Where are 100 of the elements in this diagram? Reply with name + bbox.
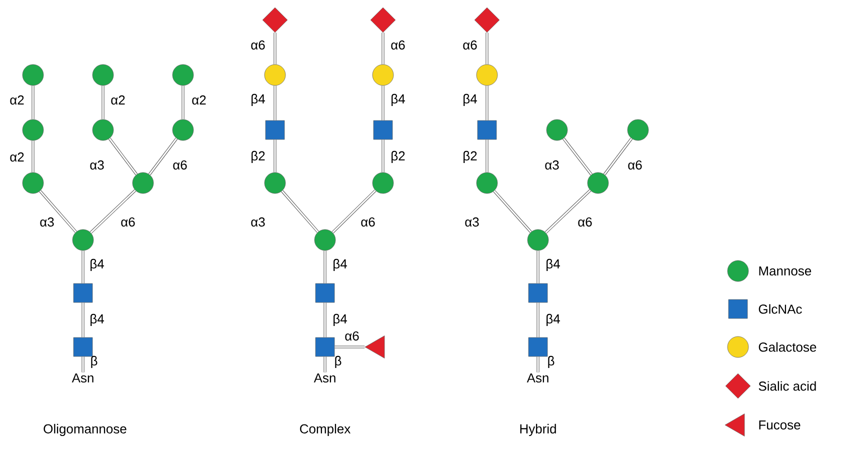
- sugar-diamond: [262, 7, 288, 33]
- linkage-line: [274, 140, 276, 172]
- linkage-line: [324, 302, 326, 338]
- legend-label: Galactose: [758, 342, 816, 352]
- linkage-line: [32, 140, 34, 172]
- linkage-line: [544, 189, 592, 234]
- sugar-square: [315, 283, 335, 303]
- linkage-line: [536, 302, 540, 338]
- linkage-line: [382, 86, 384, 120]
- linkage-line: [486, 32, 488, 64]
- residue-label: Asn: [72, 373, 94, 383]
- sugar-square: [73, 337, 93, 357]
- linkage-line: [281, 190, 319, 233]
- linkage-label: α2: [10, 95, 24, 105]
- linkage-line: [334, 346, 365, 348]
- sugar-square: [528, 337, 548, 357]
- sugar-square: [265, 120, 285, 140]
- structure-title: Hybrid: [520, 424, 556, 436]
- linkage-line: [182, 86, 184, 120]
- sugar-circle: [627, 119, 649, 141]
- linkage-line: [536, 250, 540, 284]
- sugar-diamond: [370, 7, 396, 33]
- linkage-label: α3: [465, 217, 479, 227]
- linkage-label: β4: [546, 314, 560, 326]
- linkage-label: α2: [111, 95, 125, 105]
- linkage-line: [382, 32, 384, 64]
- sugar-circle: [264, 64, 286, 86]
- structure-title: Complex: [300, 424, 350, 436]
- linkage-label: α3: [40, 217, 54, 227]
- linkage-label: β4: [546, 258, 560, 272]
- linkage-line: [324, 356, 326, 372]
- sugar-circle: [22, 119, 44, 141]
- linkage-label: α3: [251, 217, 265, 227]
- linkage-label: α6: [361, 217, 375, 227]
- linkage-line: [102, 86, 104, 120]
- linkage-label: β2: [464, 150, 477, 164]
- linkage-line: [90, 189, 136, 234]
- sugar-circle: [172, 119, 194, 141]
- linkage-line: [148, 138, 178, 176]
- sugar-circle: [587, 172, 609, 194]
- linkage-label: α6: [578, 217, 592, 227]
- structure-title: Oligomannose: [44, 424, 126, 436]
- linkage-label: β: [548, 356, 554, 368]
- linkage-line: [274, 32, 276, 64]
- linkage-label: α6: [251, 40, 265, 50]
- linkage-line: [274, 86, 276, 120]
- sugar-square: [528, 283, 548, 303]
- sugar-square: [315, 337, 335, 357]
- sugar-circle: [72, 229, 94, 251]
- sugar-circle: [476, 64, 498, 86]
- linkage-label: β4: [90, 258, 104, 272]
- linkage-line: [82, 250, 84, 284]
- linkage-label: α6: [173, 160, 187, 170]
- sugar-circle: [314, 229, 336, 251]
- linkage-line: [562, 138, 592, 176]
- linkage-label: β: [91, 356, 98, 368]
- linkage-label: α3: [90, 160, 104, 170]
- linkage-label: β4: [252, 94, 265, 106]
- legend-label: GlcNAc: [758, 304, 802, 314]
- sugar-circle: [527, 229, 549, 251]
- linkage-label: α2: [10, 152, 24, 162]
- linkage-label: β4: [90, 314, 104, 326]
- sugar-circle: [372, 172, 394, 194]
- sugar-circle: [92, 119, 114, 141]
- linkage-line: [603, 138, 633, 176]
- residue-label: Asn: [526, 373, 548, 383]
- linkage-label: β4: [334, 258, 347, 272]
- sugar-circle: [22, 64, 44, 86]
- sugar-circle: [172, 64, 194, 86]
- linkage-label: α6: [345, 331, 359, 341]
- linkage-label: α2: [192, 95, 206, 105]
- residue-label: Asn: [314, 373, 336, 383]
- linkage-label: β4: [392, 94, 405, 106]
- linkage-label: β2: [392, 150, 405, 164]
- sugar-circle: [372, 64, 394, 86]
- linkage-line: [493, 190, 532, 233]
- legend-label: Fucose: [759, 420, 800, 430]
- linkage-label: α6: [463, 40, 477, 50]
- sugar-circle: [22, 172, 44, 194]
- sugar-circle: [476, 172, 498, 194]
- linkage-label: β4: [464, 94, 477, 106]
- linkage-line: [108, 138, 138, 176]
- legend-label: Sialic acid: [758, 381, 816, 391]
- linkage-line: [32, 86, 34, 120]
- linkage-line: [536, 356, 540, 372]
- sugar-square: [73, 283, 93, 303]
- linkage-line: [39, 190, 77, 233]
- linkage-line: [382, 140, 384, 172]
- linkage-line: [82, 302, 84, 338]
- linkage-label: α3: [545, 160, 559, 170]
- sugar-square: [477, 120, 497, 140]
- linkage-line: [486, 140, 488, 172]
- linkage-label: α6: [121, 217, 135, 227]
- linkage-label: β: [335, 356, 342, 368]
- sugar-square: [373, 120, 393, 140]
- linkage-label: α6: [391, 40, 405, 50]
- linkage-line: [486, 86, 488, 120]
- sugar-circle: [92, 64, 114, 86]
- linkage-line: [82, 356, 84, 372]
- sugar-circle: [132, 172, 154, 194]
